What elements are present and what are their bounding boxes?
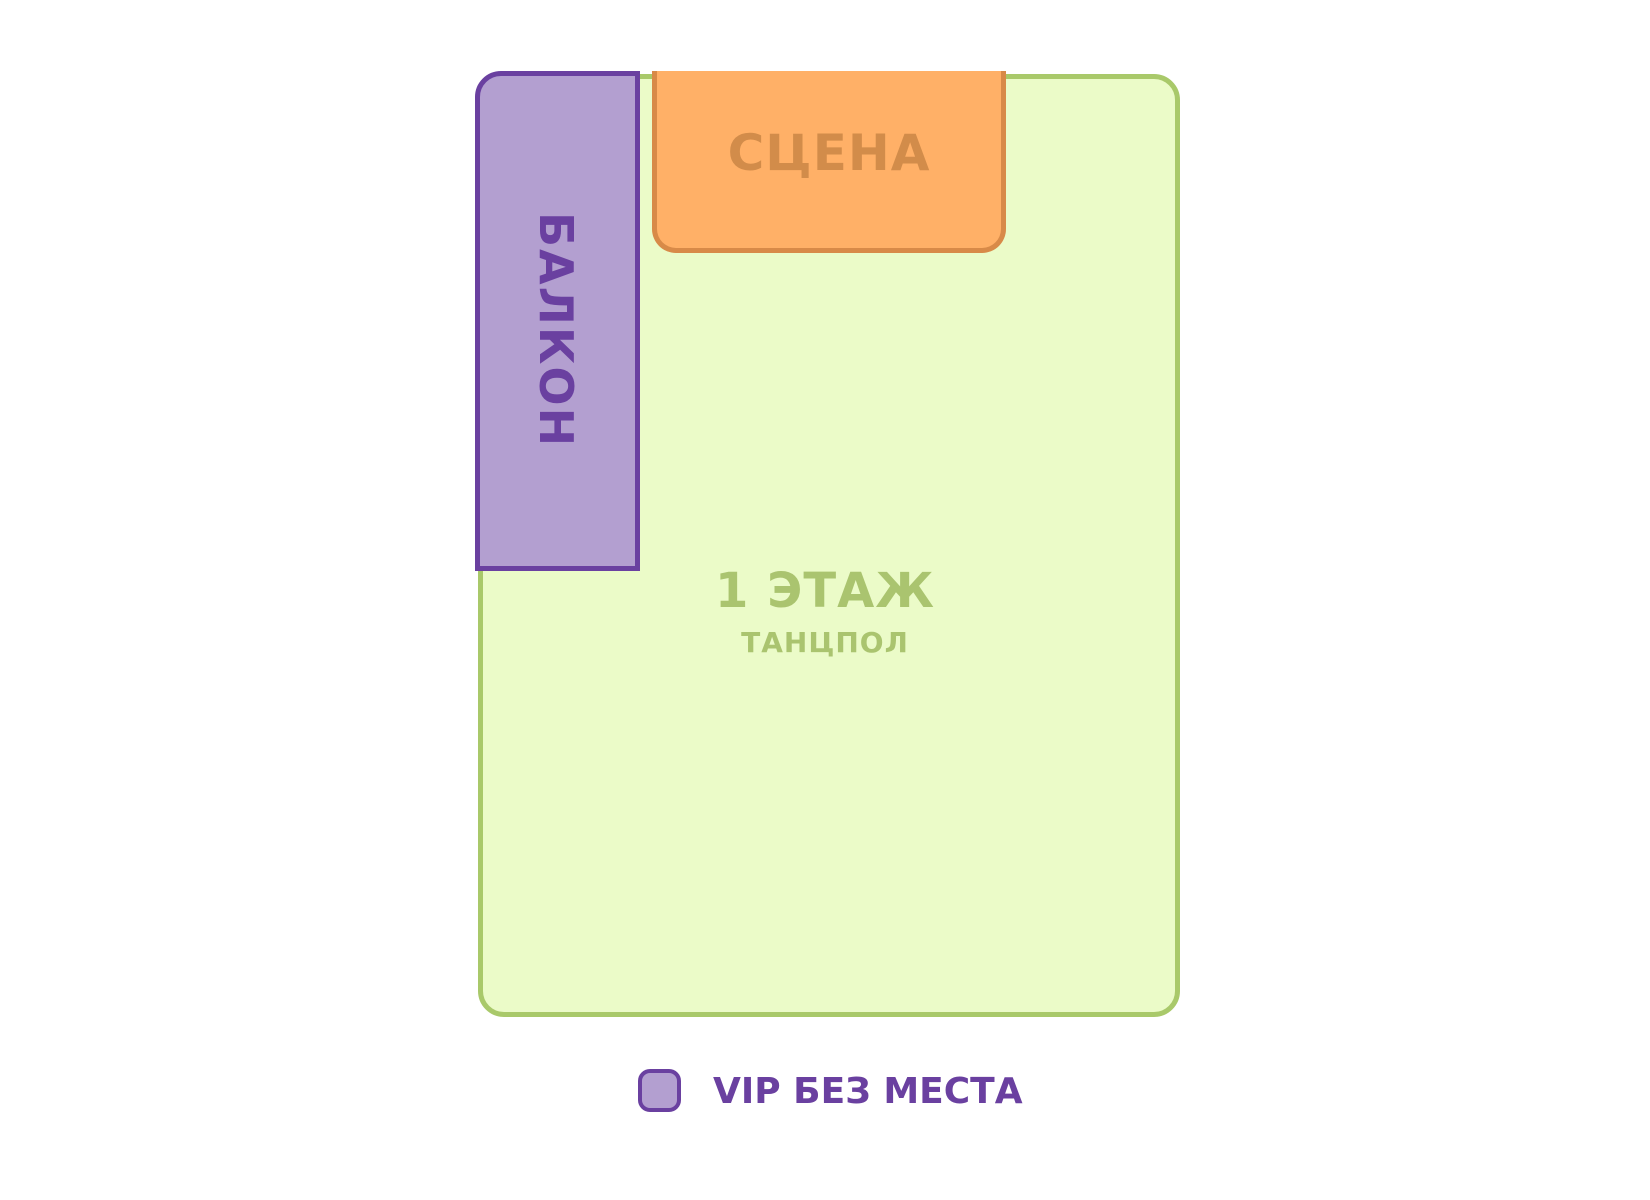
balcony-label: БАЛКОН [529,212,583,449]
floor-title: 1 ЭТАЖ [715,563,935,619]
floor-subtitle: ТАНЦПОЛ [741,626,909,659]
balcony-vip-zone[interactable] [475,71,640,571]
legend-vip-swatch [638,1069,681,1112]
stage-zone [652,71,1006,253]
stage-label: СЦЕНА [727,124,931,182]
legend-vip-label: VIP БЕЗ МЕСТА [713,1071,1023,1112]
